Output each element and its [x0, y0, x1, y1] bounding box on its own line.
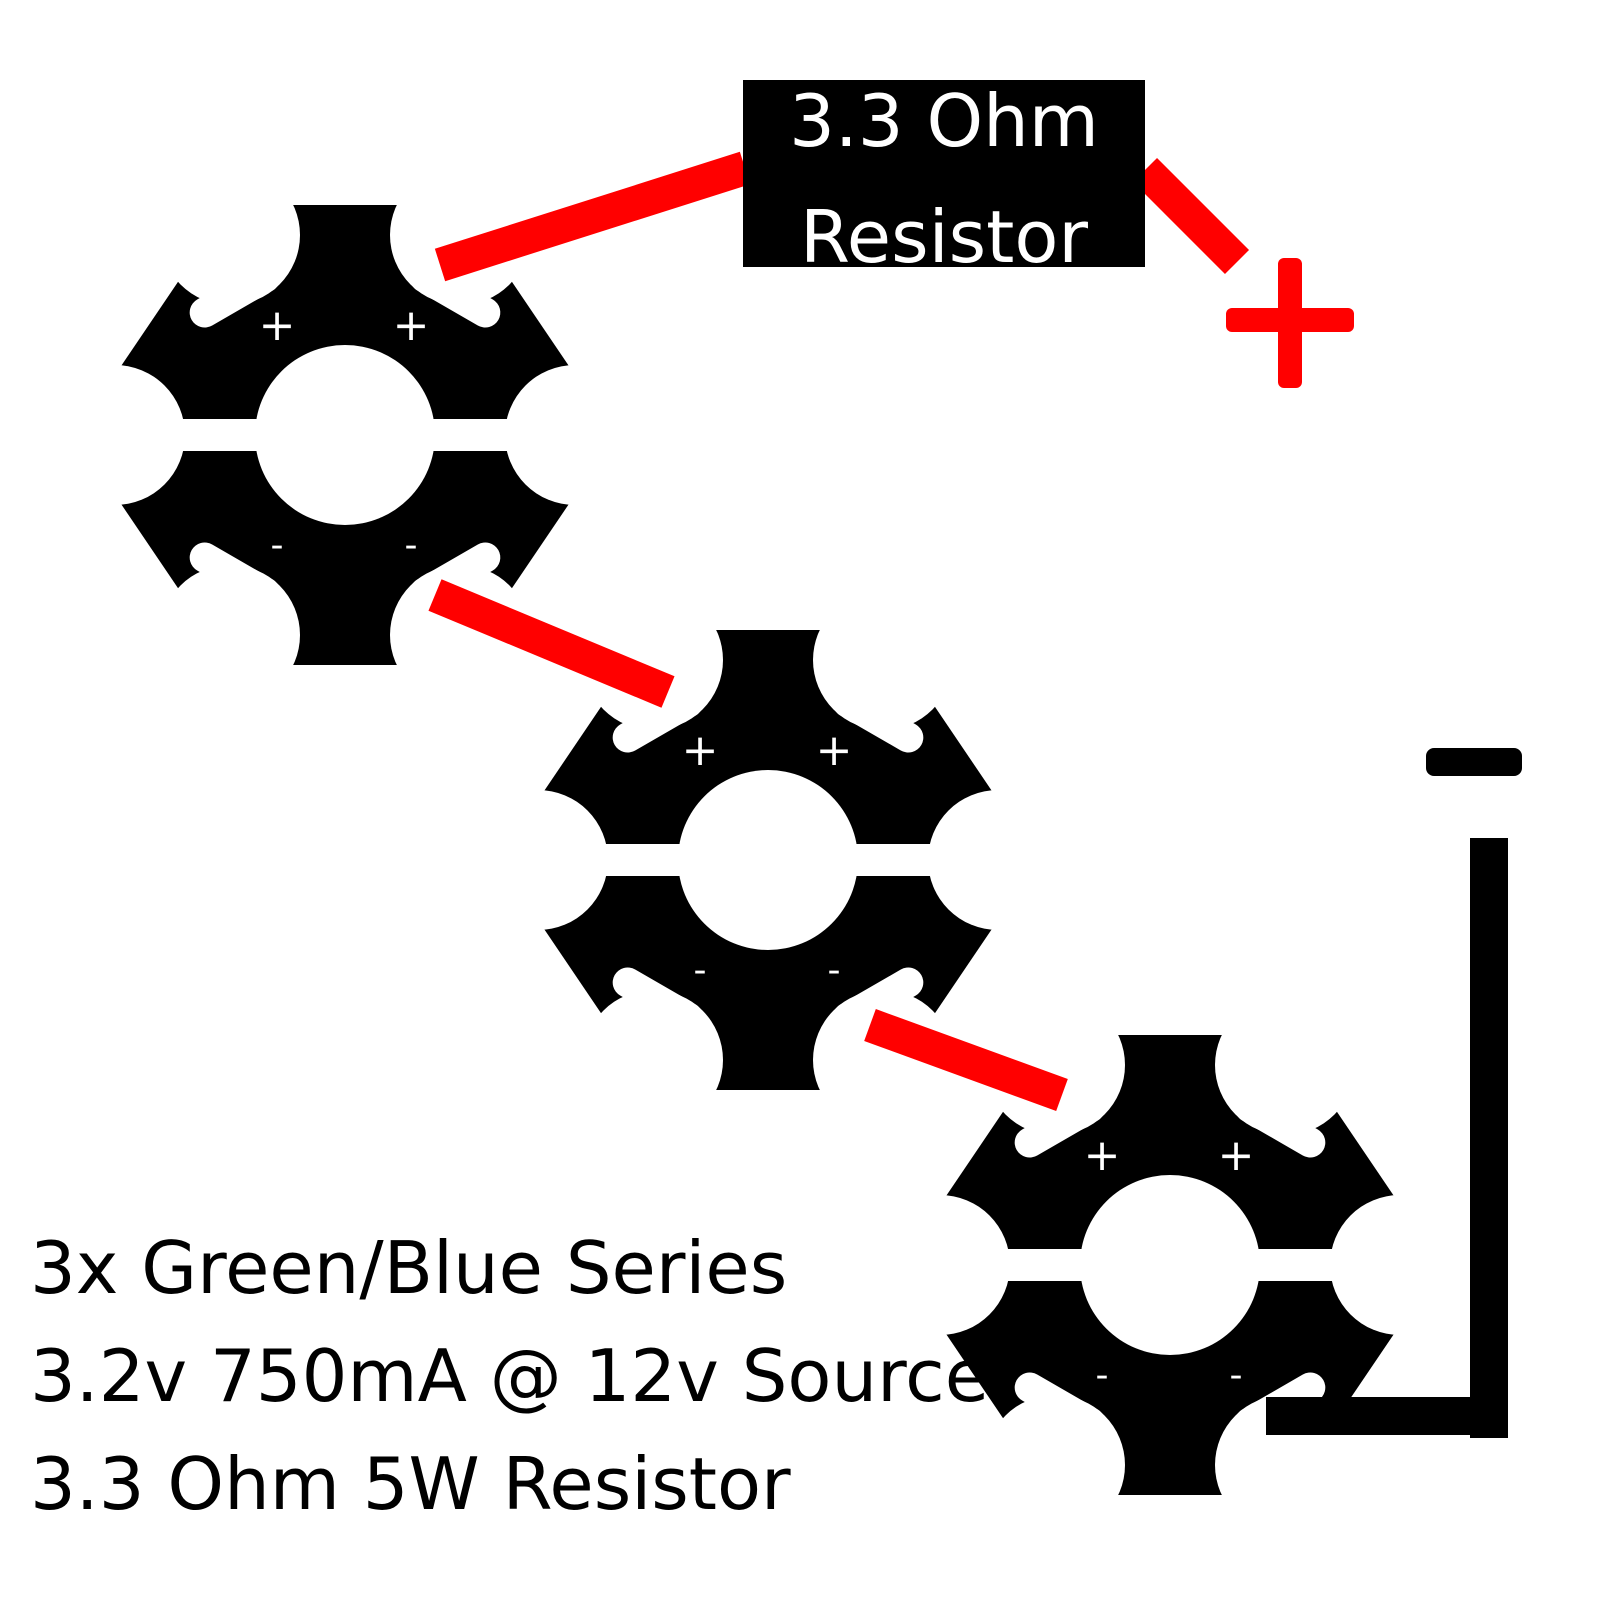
positive-terminal-icon: [1226, 258, 1354, 388]
resistor-body: [743, 80, 1145, 267]
star-board-shape: [538, 630, 998, 1090]
plus-label: +: [816, 725, 853, 776]
minus-label: -: [271, 525, 284, 566]
minus-label: -: [1230, 1355, 1243, 1396]
wire-board1-to-board2: [428, 579, 675, 708]
minus-label: -: [828, 950, 841, 991]
star-board-shape: [115, 205, 575, 665]
star-board-shape: [940, 1035, 1400, 1495]
negative-terminal-icon: [1426, 748, 1522, 776]
wire-board2-to-board3: [864, 1009, 1068, 1111]
resistor: 3.3 Ohm Resistor: [743, 79, 1145, 279]
minus-label: -: [405, 525, 418, 566]
plus-label: +: [259, 300, 296, 351]
negative-return-wire: [1266, 838, 1508, 1438]
plus-label: +: [682, 725, 719, 776]
plus-label: +: [393, 300, 430, 351]
led-star-board-2: + + - -: [538, 630, 998, 1090]
note-resistor-spec: 3.3 Ohm 5W Resistor: [30, 1442, 791, 1526]
note-electrical-spec: 3.2v 750mA @ 12v Source: [30, 1334, 989, 1418]
plus-label: +: [1084, 1130, 1121, 1181]
resistor-label-value: 3.3 Ohm: [789, 79, 1099, 163]
wire-resistor-to-positive: [1132, 157, 1250, 275]
led-star-board-3: + + - -: [940, 1035, 1400, 1495]
minus-label: -: [1096, 1355, 1109, 1396]
note-led-config: 3x Green/Blue Series: [30, 1226, 788, 1310]
minus-label: -: [694, 950, 707, 991]
resistor-label-type: Resistor: [800, 195, 1088, 279]
plus-label: +: [1218, 1130, 1255, 1181]
wire-board1-to-resistor: [434, 151, 751, 282]
led-star-board-1: + + - -: [115, 205, 575, 665]
